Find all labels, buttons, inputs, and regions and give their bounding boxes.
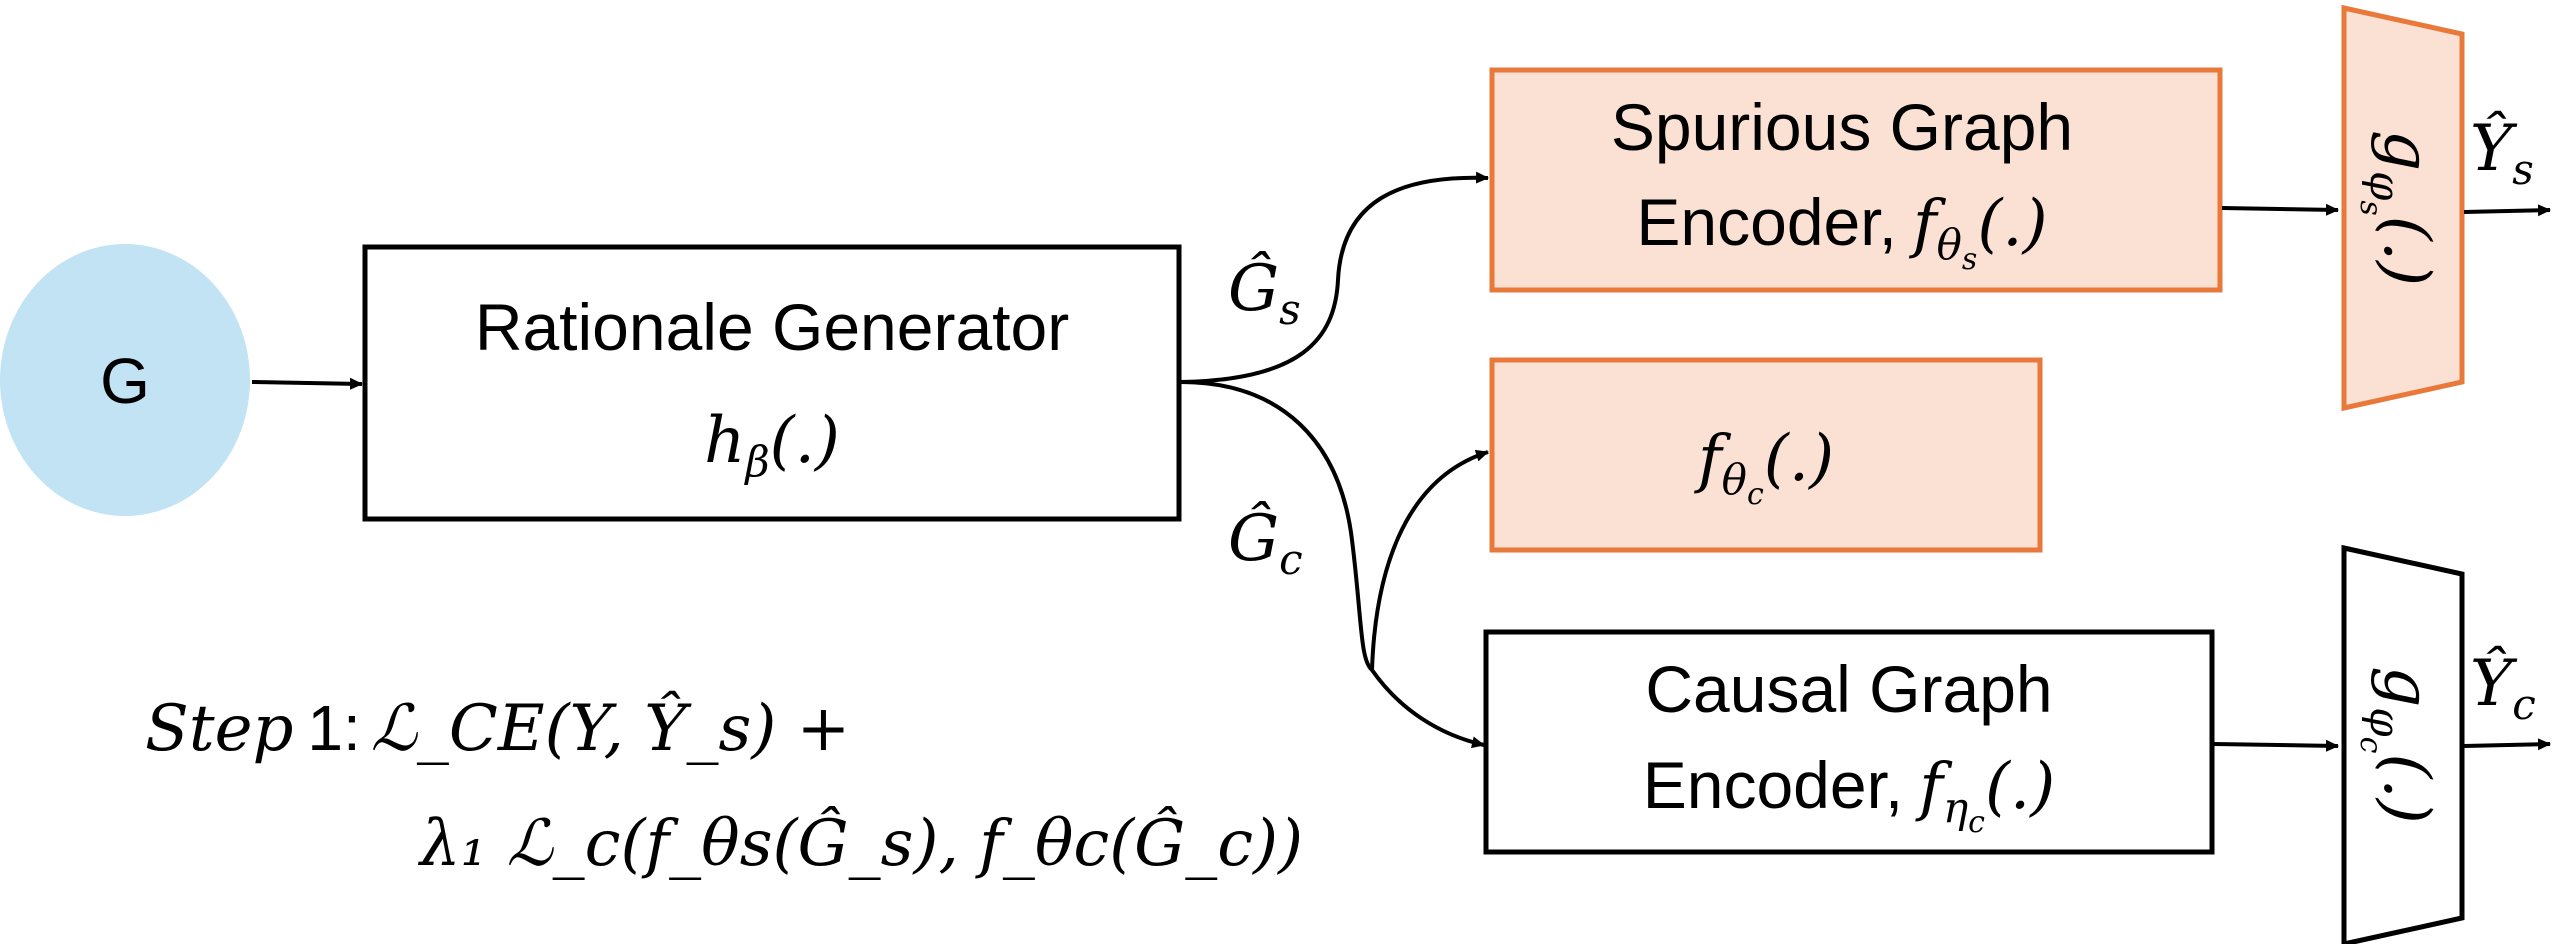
- causal-encoder-line2: Encoder,fηc(.): [1643, 748, 2055, 840]
- rationale-generator-title: Rationale Generator: [475, 290, 1069, 364]
- arrow-spurious-to-head: [2221, 203, 2339, 216]
- head-c-fn: gφc(.): [2353, 666, 2443, 823]
- output-c-label: Ŷc: [2470, 645, 2536, 729]
- head-s-trapezoid: [2341, 4, 2465, 412]
- middle-encoder-box: [1489, 357, 2043, 553]
- input-node-circle: [0, 244, 250, 516]
- arrow-output-s: [2463, 204, 2551, 217]
- rationale-generator-fn: hβ(.): [704, 404, 840, 486]
- edge-to-middle-encoder: [1370, 449, 1489, 671]
- head-s-fn: gφs(.): [2353, 130, 2443, 286]
- input-node-label: G: [100, 345, 150, 417]
- spurious-encoder-line2: Encoder,fθs(.): [1636, 185, 2047, 277]
- edge-to-spurious-encoder: [1180, 171, 1489, 384]
- spurious-edge-label: Ĝs: [1228, 250, 1301, 334]
- edge-to-causal-branch: [1180, 380, 1374, 672]
- spurious-encoder-title: Spurious Graph: [1611, 90, 2073, 164]
- loss-line2: λ₁ ℒ_c(f_θs(Ĝ_s), f_θc(Ĝ_c)): [417, 805, 1303, 881]
- arrow-causal-to-head: [2213, 739, 2339, 752]
- rationale-generator-box: [362, 244, 1182, 522]
- head-c-trapezoid: [2341, 544, 2465, 944]
- causal-edge-label: Ĝc: [1228, 500, 1303, 584]
- middle-encoder-fn: fθc(.): [1694, 422, 1834, 512]
- edge-to-causal-encoder: [1370, 668, 1485, 749]
- causal-encoder-box: [1483, 629, 2215, 855]
- output-s-label: Ŷs: [2470, 110, 2534, 194]
- arrow-input-to-generator: [251, 377, 363, 390]
- causal-encoder-title: Causal Graph: [1645, 652, 2052, 726]
- arrow-output-c: [2463, 738, 2551, 751]
- spurious-encoder-box: [1489, 67, 2223, 293]
